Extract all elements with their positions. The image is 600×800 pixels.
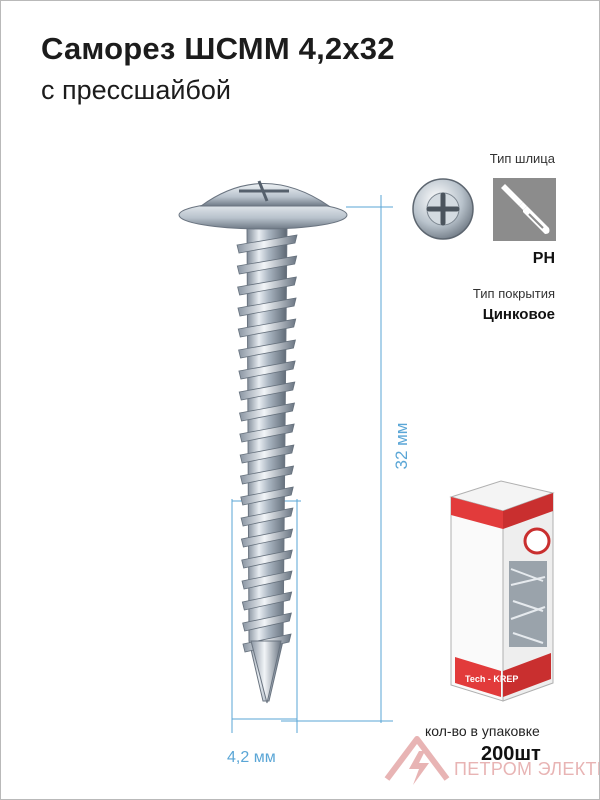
package-box: Tech - KREP: [445, 477, 561, 705]
product-subtitle: с прессшайбой: [41, 75, 231, 105]
thread-fin: [239, 465, 295, 485]
thread-fin: [240, 528, 294, 548]
length-dimension: 32 мм: [392, 422, 411, 470]
thread-fin: [237, 276, 297, 296]
coating-type-value: Цинковое: [482, 306, 555, 323]
thread-fin: [237, 318, 297, 338]
thread-fin: [242, 612, 292, 632]
screwdriver-icon: [493, 178, 556, 241]
slot-type-value: PH: [532, 250, 555, 267]
quantity-value: 200шт: [481, 743, 541, 765]
screw-tip: [250, 640, 282, 704]
thread-fin: [241, 591, 293, 611]
thread-fin: [241, 549, 293, 569]
phillips-head-icon: [411, 177, 475, 241]
thread-fin: [241, 570, 293, 590]
diameter-dimension: 4,2 мм: [227, 749, 276, 766]
product-title: Саморез ШСММ 4,2х32: [41, 31, 395, 66]
thread-fin: [236, 255, 298, 275]
lightning-shield-icon: [384, 736, 450, 785]
thread-fin: [239, 423, 295, 443]
slot-type-label: Тип шлица: [489, 151, 555, 166]
screw-threads: [236, 234, 298, 653]
brand-name: ПЕТРОМ ЭЛЕКТРО: [454, 759, 599, 779]
thread-fin: [238, 339, 296, 359]
thread-fin: [239, 402, 296, 422]
thread-fin: [239, 444, 295, 464]
box-brand-text: Tech - KREP: [465, 674, 518, 684]
quantity-label: кол-во в упаковке: [425, 723, 540, 739]
thread-fin: [240, 507, 294, 527]
thread-fin: [237, 297, 297, 317]
thread-fin: [238, 360, 296, 380]
thread-fin: [240, 486, 294, 506]
coating-type-label: Тип покрытия: [472, 286, 555, 301]
thread-fin: [238, 381, 296, 401]
thread-fin: [236, 234, 298, 254]
